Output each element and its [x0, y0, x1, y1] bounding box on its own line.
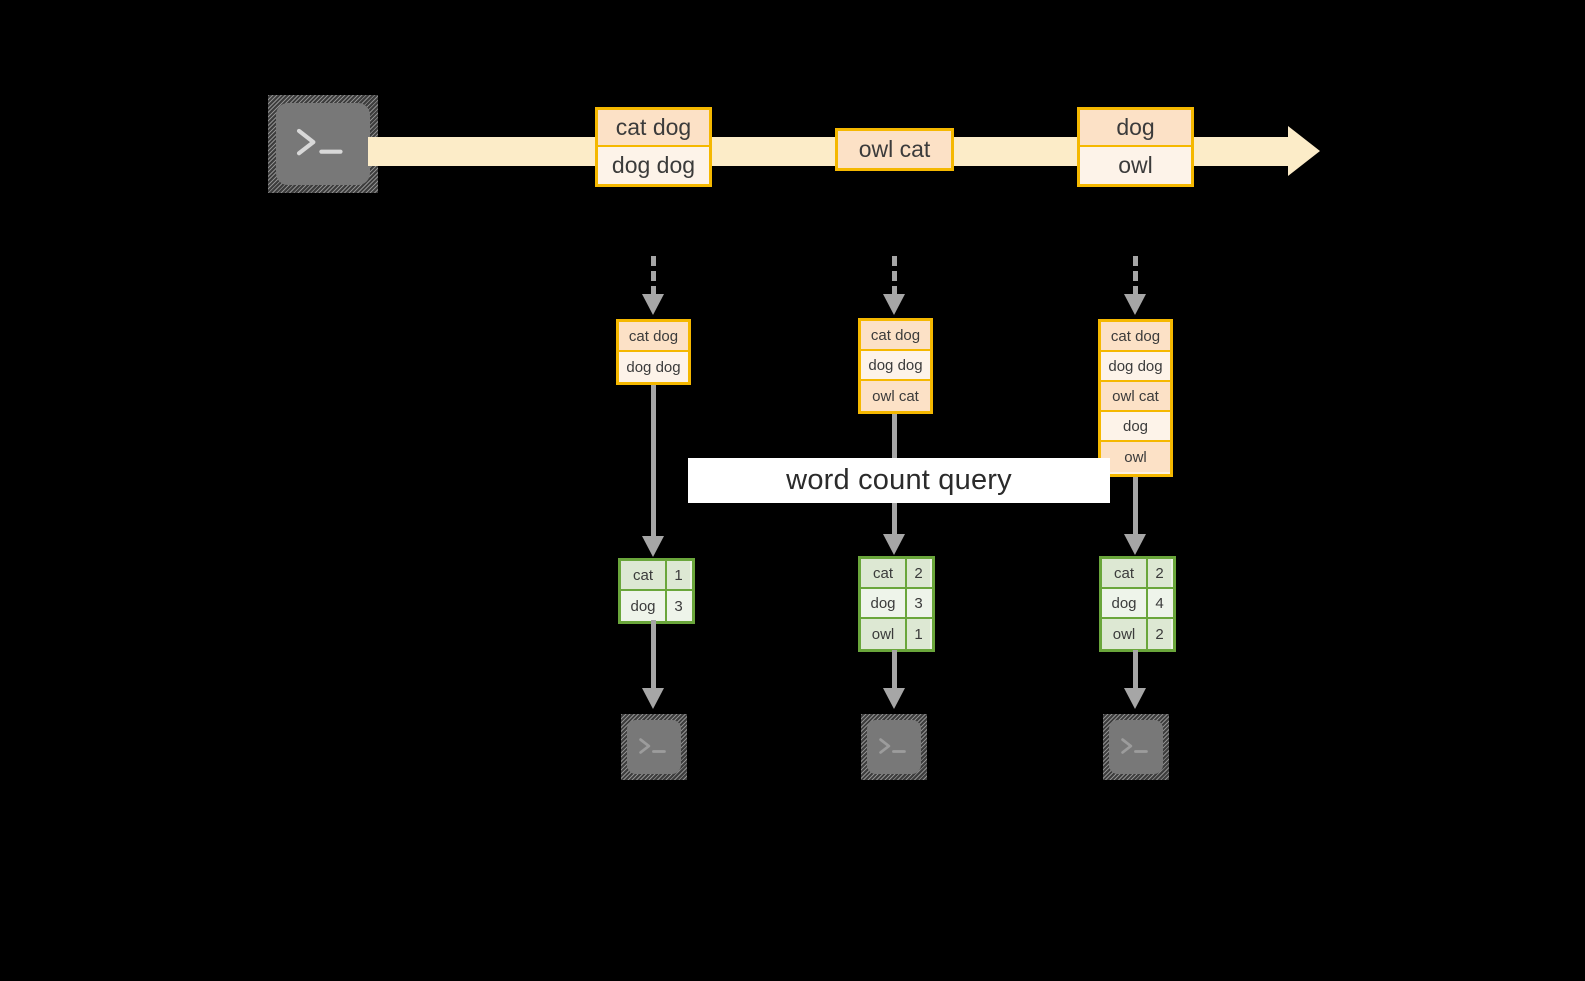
sink-arrow-shaft [1133, 650, 1138, 692]
query-arrow-shaft [651, 385, 656, 540]
snapshot-input-record: owl cat [861, 381, 930, 411]
result-word: owl [861, 619, 907, 649]
result-count: 2 [1148, 619, 1171, 649]
snapshot-trigger-arrow-head-icon [1124, 294, 1146, 315]
stream-record: cat dog [598, 110, 709, 147]
snapshot-input-stack: cat dog dog dog [616, 319, 691, 385]
query-arrow-head-icon [1124, 534, 1146, 555]
result-count: 1 [667, 561, 690, 589]
stream-record-group: dog owl [1077, 107, 1194, 187]
snapshot-input-record: cat dog [619, 322, 688, 352]
snapshot-input-record: cat dog [861, 321, 930, 351]
snapshot-input-record: owl cat [1101, 382, 1170, 412]
table-row: dog 3 [861, 589, 932, 619]
snapshot-trigger-arrow-shaft [1133, 256, 1138, 296]
table-row: cat 2 [861, 559, 932, 589]
terminal-body [1109, 720, 1163, 774]
snapshot-trigger-arrow-head-icon [883, 294, 905, 315]
stream-record-group: owl cat [835, 128, 954, 171]
result-count: 2 [1148, 559, 1171, 587]
terminal-icon [621, 714, 687, 780]
result-table: cat 1 dog 3 [618, 558, 695, 624]
table-row: dog 4 [1102, 589, 1173, 619]
terminal-icon [268, 95, 378, 193]
snapshot-input-record: owl [1101, 442, 1170, 472]
table-row: cat 2 [1102, 559, 1173, 589]
snapshot-input-stack: cat dog dog dog owl cat dog owl [1098, 319, 1173, 477]
result-count: 3 [667, 591, 690, 621]
snapshot-input-stack: cat dog dog dog owl cat [858, 318, 933, 414]
result-word: owl [1102, 619, 1148, 649]
query-label-text: word count query [786, 464, 1012, 496]
query-arrow-head-icon [883, 534, 905, 555]
sink-arrow-head-icon [1124, 688, 1146, 709]
stream-record: owl [1080, 147, 1191, 184]
result-word: cat [1102, 559, 1148, 587]
prompt-glyph-icon [1120, 738, 1148, 754]
snapshot-trigger-arrow-shaft [892, 256, 897, 296]
result-word: dog [861, 589, 907, 617]
query-arrow-shaft [1133, 477, 1138, 538]
snapshot-input-record: cat dog [1101, 322, 1170, 352]
result-count: 2 [907, 559, 930, 587]
stream-record: dog [1080, 110, 1191, 147]
result-word: dog [621, 591, 667, 621]
query-arrow-head-icon [642, 536, 664, 557]
result-table: cat 2 dog 3 owl 1 [858, 556, 935, 652]
sink-arrow-shaft [892, 650, 897, 692]
terminal-body [867, 720, 921, 774]
stream-record: owl cat [838, 131, 951, 168]
table-row: owl 1 [861, 619, 932, 649]
table-row: dog 3 [621, 591, 692, 621]
sink-arrow-head-icon [642, 688, 664, 709]
prompt-glyph-icon [638, 738, 666, 754]
result-table: cat 2 dog 4 owl 2 [1099, 556, 1176, 652]
terminal-icon [861, 714, 927, 780]
result-count: 4 [1148, 589, 1171, 617]
snapshot-input-record: dog [1101, 412, 1170, 442]
prompt-glyph-icon [878, 738, 906, 754]
query-label: word count query [688, 458, 1110, 503]
result-word: cat [861, 559, 907, 587]
stream-record-group: cat dog dog dog [595, 107, 712, 187]
result-word: dog [1102, 589, 1148, 617]
terminal-icon [1103, 714, 1169, 780]
prompt-glyph-icon [296, 129, 343, 156]
table-row: cat 1 [621, 561, 692, 591]
snapshot-trigger-arrow-head-icon [642, 294, 664, 315]
stream-arrowhead-icon [1288, 126, 1320, 176]
result-count: 1 [907, 619, 930, 649]
sink-arrow-head-icon [883, 688, 905, 709]
sink-arrow-shaft [651, 620, 656, 692]
result-word: cat [621, 561, 667, 589]
result-count: 3 [907, 589, 930, 617]
table-row: owl 2 [1102, 619, 1173, 649]
snapshot-trigger-arrow-shaft [651, 256, 656, 296]
stream-record: dog dog [598, 147, 709, 184]
snapshot-input-record: dog dog [1101, 352, 1170, 382]
terminal-body [627, 720, 681, 774]
snapshot-input-record: dog dog [861, 351, 930, 381]
snapshot-input-record: dog dog [619, 352, 688, 382]
terminal-body [276, 103, 370, 185]
